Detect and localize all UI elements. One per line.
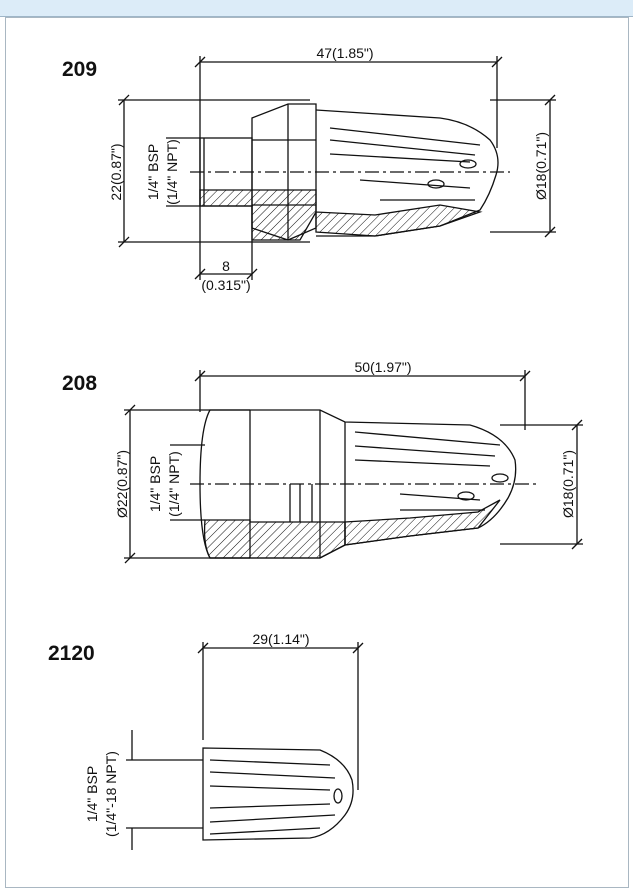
dim-209-tip: Ø18(0.71") bbox=[533, 132, 549, 200]
model-2120-label: 2120 bbox=[48, 642, 95, 665]
nozzle-209-drawing bbox=[118, 56, 556, 280]
top-bar bbox=[0, 0, 633, 17]
dim-209-thread-length-in: (0.315") bbox=[201, 277, 250, 293]
dim-2120-length: 29(1.14") bbox=[252, 631, 309, 647]
dim-208-thread-bsp: 1/4" BSP bbox=[147, 456, 163, 512]
dim-208-thread-npt: (1/4" NPT) bbox=[166, 451, 182, 517]
nozzle-2120-drawing bbox=[126, 642, 364, 850]
dim-209-thread-length-mm: 8 bbox=[222, 258, 230, 274]
dim-2120-thread-bsp: 1/4" BSP bbox=[84, 766, 100, 822]
drawing-frame bbox=[5, 17, 629, 888]
dim-2120-thread-npt: (1/4"-18 NPT) bbox=[103, 751, 119, 837]
dim-209-thread-bsp: 1/4" BSP bbox=[145, 144, 161, 200]
model-208-label: 208 bbox=[62, 372, 98, 395]
dim-208-length: 50(1.97") bbox=[354, 359, 411, 375]
dim-209-height: 22(0.87") bbox=[108, 143, 124, 200]
nozzle-208-drawing bbox=[124, 370, 583, 564]
dim-209-length: 47(1.85") bbox=[316, 45, 373, 61]
dim-209-thread-npt: (1/4" NPT) bbox=[164, 139, 180, 205]
model-209-label: 209 bbox=[62, 58, 98, 81]
dim-208-height: Ø22(0.87") bbox=[114, 450, 130, 518]
dim-208-tip: Ø18(0.71") bbox=[560, 450, 576, 518]
